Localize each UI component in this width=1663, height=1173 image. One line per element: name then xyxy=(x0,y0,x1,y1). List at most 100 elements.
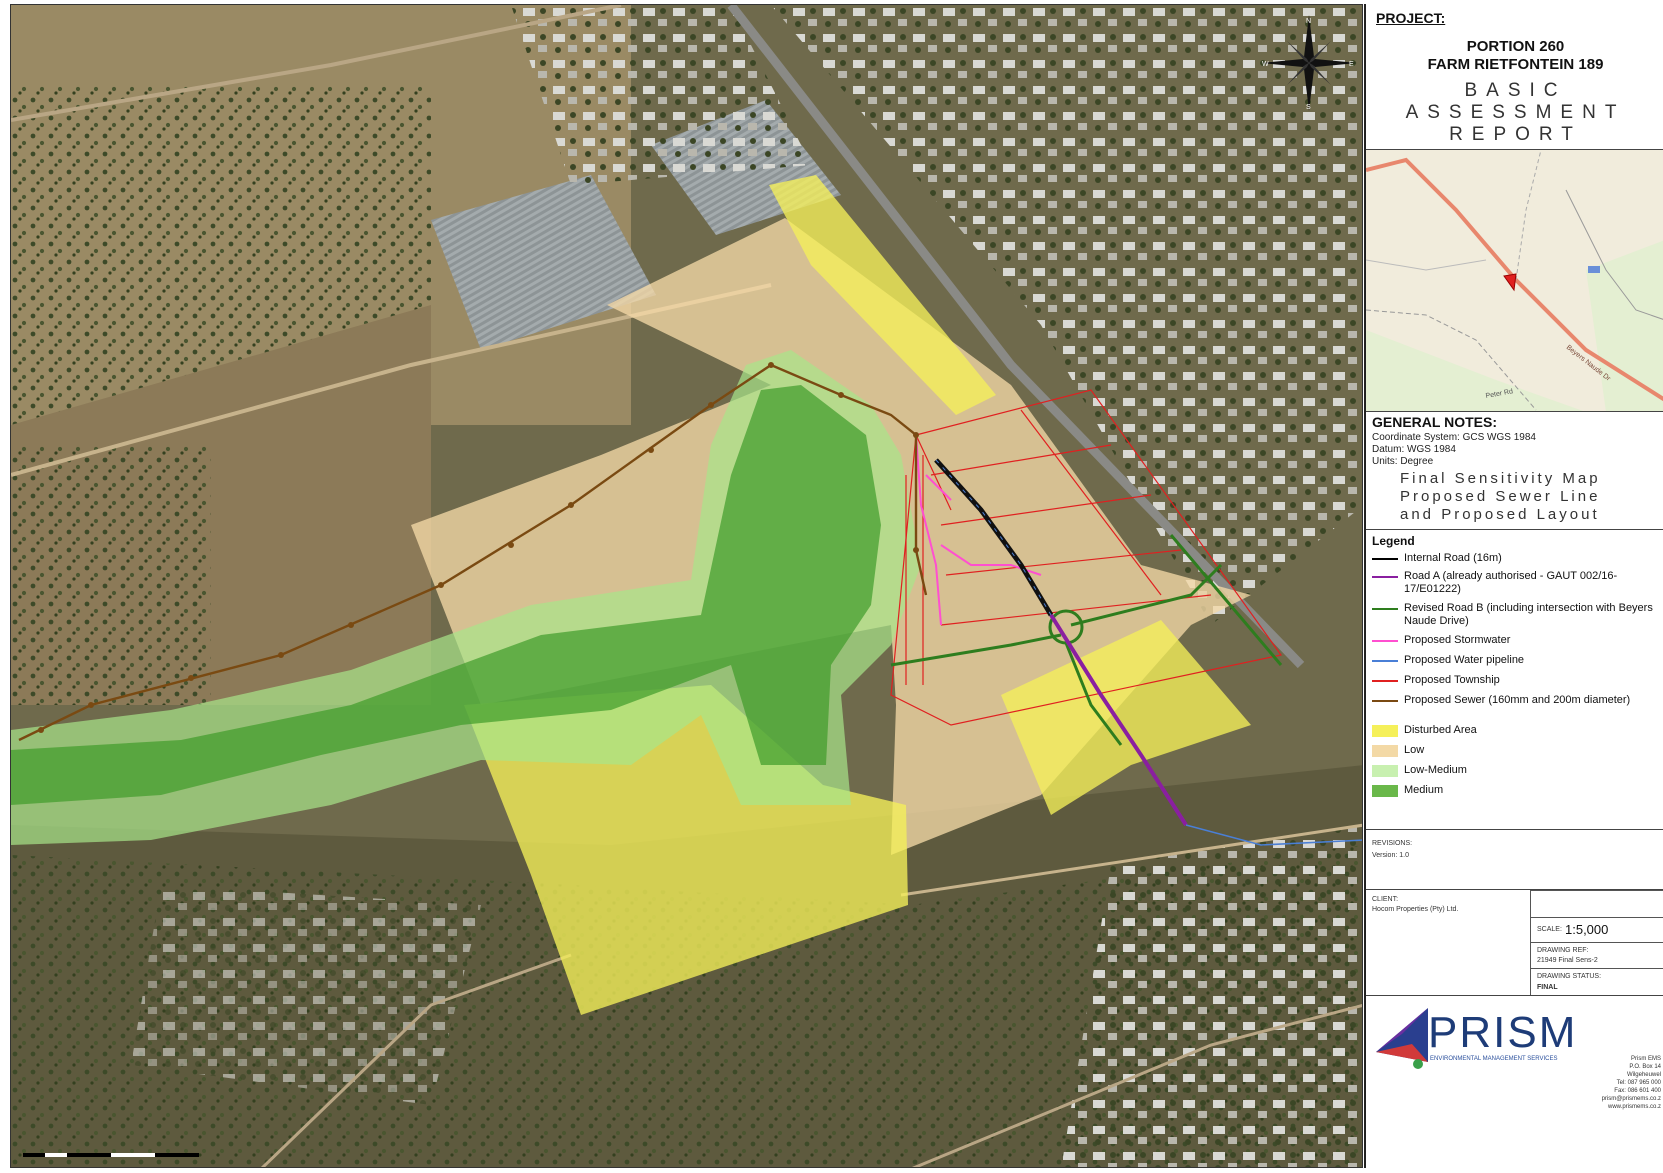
project-box: PROJECT: PORTION 260 FARM RIETFONTEIN 18… xyxy=(1366,4,1663,150)
track-southeast xyxy=(911,1003,1362,1167)
west-letter: W xyxy=(1262,61,1269,68)
address-line-3: Wilgeheuwel xyxy=(1626,1072,1661,1078)
disturbed-area-north xyxy=(769,175,996,415)
map-title-line-3: and Proposed Layout xyxy=(1400,506,1600,523)
address-line-4: Tel: 087 965 000 xyxy=(1616,1080,1661,1086)
drawing-status-value: FINAL xyxy=(1537,984,1558,991)
track-north xyxy=(11,5,622,122)
sensitivity-medium-area xyxy=(11,385,881,805)
proposed-township xyxy=(890,389,1283,726)
drawing-ref-value: 21949 Final Sens-2 xyxy=(1537,957,1598,964)
legend-line-swatch xyxy=(1372,700,1398,702)
revisions-heading: REVISIONS: xyxy=(1372,840,1413,847)
report-word-1: BASIC xyxy=(1464,80,1567,101)
legend-label: Proposed Water pipeline xyxy=(1404,654,1525,666)
legend-fill-swatch xyxy=(1372,745,1398,757)
road-a xyxy=(1049,613,1188,827)
general-notes-heading: GENERAL NOTES: xyxy=(1372,414,1497,430)
address-line-7: www.prismems.co.z xyxy=(1607,1104,1661,1110)
greenhouse-1 xyxy=(431,175,656,350)
internal-road-dashes xyxy=(935,459,1052,616)
client-name: Hocom Properties (Pty) Ltd. xyxy=(1372,906,1459,913)
map-info-panel: PROJECT: PORTION 260 FARM RIETFONTEIN 18… xyxy=(1364,4,1663,1168)
revisions-version: Version: 1.0 xyxy=(1372,852,1409,859)
trees-west xyxy=(11,445,211,705)
address-line-2: P.O. Box 14 xyxy=(1629,1064,1661,1070)
address-line-6: prism@prismems.co.z xyxy=(1601,1096,1661,1102)
site-marker xyxy=(1503,273,1517,292)
north-arrow: N E S W xyxy=(1261,15,1357,111)
legend-line-swatch xyxy=(1372,608,1398,610)
map-title-line-1: Final Sensitivity Map xyxy=(1400,470,1601,487)
track-southwest xyxy=(260,953,572,1167)
map-svg: N E S W xyxy=(11,5,1362,1167)
drawing-ref-label: DRAWING REF: xyxy=(1537,947,1589,954)
south-letter: S xyxy=(1306,104,1311,111)
legend-label: Internal Road (16m) xyxy=(1404,552,1502,564)
legend-line-swatch xyxy=(1372,576,1398,578)
legend-label: Medium xyxy=(1404,784,1444,796)
main-road xyxy=(727,5,1305,669)
sensitivity-low-medium-area xyxy=(11,350,921,845)
buildings-southwest xyxy=(131,885,481,1105)
map-view[interactable]: N E S W xyxy=(10,4,1363,1168)
report-word-2: ASSESSMENT xyxy=(1405,102,1626,123)
buildings-northeast xyxy=(771,5,1362,625)
proposed-water-pipeline xyxy=(1185,824,1362,846)
general-notes-box: GENERAL NOTES: Coordinate System: GCS WG… xyxy=(1366,412,1663,530)
note-units: Units: Degree xyxy=(1372,456,1434,467)
legend-fill-swatch xyxy=(1372,785,1398,797)
revised-road-b xyxy=(890,534,1283,746)
east-letter: E xyxy=(1349,61,1354,68)
company-tagline: ENVIRONMENTAL MANAGEMENT SERVICES xyxy=(1430,1056,1558,1062)
drawing-status-label: DRAWING STATUS: xyxy=(1537,973,1602,980)
company-box: PRISM ENVIRONMENTAL MANAGEMENT SERVICES … xyxy=(1366,996,1663,1168)
buildings-south xyxy=(1061,825,1362,1167)
legend-line-swatch xyxy=(1372,680,1398,682)
drawing-status-cell: DRAWING STATUS: FINAL xyxy=(1530,968,1663,995)
map-title-line-2: Proposed Sewer Line xyxy=(1400,488,1601,505)
project-farm: FARM RIETFONTEIN 189 xyxy=(1427,56,1604,73)
drawing-ref-cell: DRAWING REF: 21949 Final Sens-2 xyxy=(1530,942,1663,969)
project-portion: PORTION 260 xyxy=(1466,38,1565,55)
legend-box: Legend Internal Road (16m) Road A (alread… xyxy=(1366,530,1663,830)
legend-label: Revised Road B (including intersection w… xyxy=(1404,602,1653,627)
report-word-3: REPORT xyxy=(1449,124,1582,145)
legend-line-swatch xyxy=(1372,640,1398,642)
legend-heading: Legend xyxy=(1372,534,1415,548)
north-letter: N xyxy=(1306,18,1311,25)
drawing-logo-cell xyxy=(1530,890,1663,918)
disturbed-area-east xyxy=(1001,620,1251,815)
buildings-north xyxy=(511,5,811,185)
legend-label: Proposed Stormwater xyxy=(1404,634,1511,646)
legend-line-swatch xyxy=(1372,558,1398,560)
locality-inset-map[interactable]: Beyers Naude Dr Peter Rd xyxy=(1366,150,1663,412)
legend-fill-swatch xyxy=(1372,725,1398,737)
sewer-nodes xyxy=(38,362,919,733)
legend-label: Low-Medium xyxy=(1404,764,1467,776)
legend-line-swatch xyxy=(1372,660,1398,662)
client-heading: CLIENT: xyxy=(1372,896,1399,903)
note-datum: Datum: WGS 1984 xyxy=(1372,444,1456,455)
client-box: CLIENT: Hocom Properties (Pty) Ltd. SCAL… xyxy=(1366,890,1663,996)
scale-cell: SCALE: 1:5,000 xyxy=(1530,917,1663,943)
proposed-sewer-line xyxy=(18,363,928,742)
legend-label: Road A (already authorised - GAUT 002/16… xyxy=(1404,570,1618,595)
track-south xyxy=(900,823,1362,897)
prism-logo-icon xyxy=(1376,1008,1428,1069)
address-line-1: Prism EMS xyxy=(1631,1056,1661,1062)
note-coordinate-system: Coordinate System: GCS WGS 1984 xyxy=(1372,432,1536,443)
revisions-box: REVISIONS: Version: 1.0 xyxy=(1366,830,1663,890)
legend-label: Low xyxy=(1404,744,1425,756)
address-line-5: Fax: 086 601 400 xyxy=(1614,1088,1661,1094)
legend-label: Proposed Sewer (160mm and 200m diameter) xyxy=(1404,694,1631,706)
legend-fill-swatch xyxy=(1372,765,1398,777)
inset-road-label-2: Peter Rd xyxy=(1485,388,1514,400)
scale-label: SCALE: xyxy=(1537,926,1562,933)
company-name: PRISM xyxy=(1428,1008,1578,1057)
project-heading: PROJECT: xyxy=(1376,10,1446,26)
inset-svg: Beyers Naude Dr Peter Rd xyxy=(1366,150,1663,411)
legend-label: Proposed Township xyxy=(1404,674,1500,686)
scale-value: 1:5,000 xyxy=(1565,922,1609,937)
scale-bar xyxy=(23,1153,199,1157)
